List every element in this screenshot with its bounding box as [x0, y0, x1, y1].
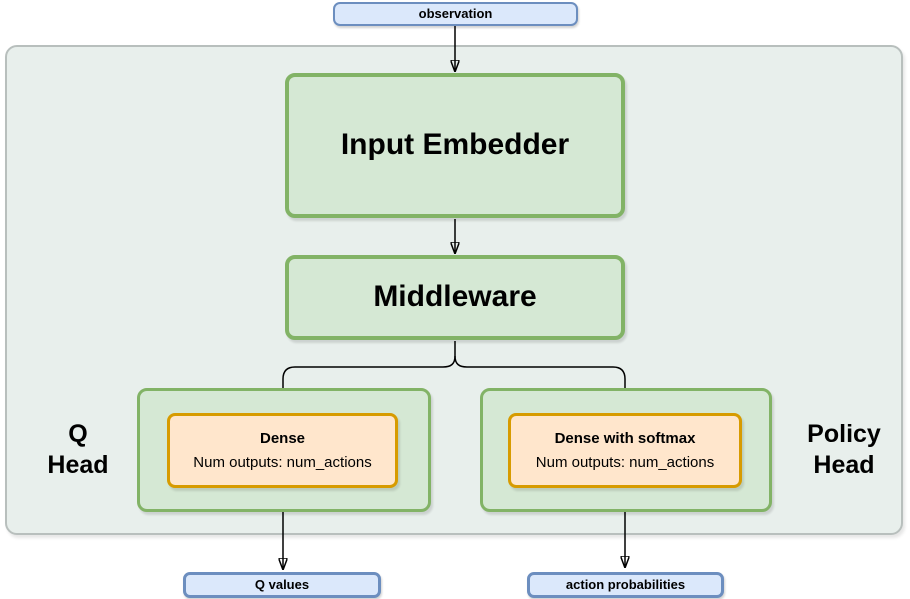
- policy-head-label-line1: Policy: [807, 420, 881, 448]
- q-head-side-label: Q Head: [22, 419, 134, 481]
- action-probabilities-node: action probabilities: [527, 572, 724, 598]
- observation-node: observation: [333, 2, 578, 26]
- policy-dense-subtitle: Num outputs: num_actions: [535, 454, 715, 471]
- q-values-node: Q values: [183, 572, 381, 598]
- policy-head-label-line2: Head: [813, 451, 875, 479]
- q-dense-title: Dense: [259, 429, 306, 447]
- policy-dense-node: Dense with softmax Num outputs: num_acti…: [508, 413, 742, 488]
- input-embedder-label: Input Embedder: [340, 128, 570, 162]
- input-embedder-node: Input Embedder: [285, 73, 625, 218]
- q-dense-node: Dense Num outputs: num_actions: [167, 413, 398, 488]
- middleware-node: Middleware: [285, 255, 625, 340]
- q-values-label: Q values: [254, 576, 310, 592]
- action-probabilities-label: action probabilities: [565, 576, 686, 592]
- q-head-label-line1: Q: [68, 420, 88, 448]
- q-dense-subtitle: Num outputs: num_actions: [193, 454, 372, 471]
- middleware-label: Middleware: [373, 280, 537, 314]
- policy-head-side-label: Policy Head: [784, 419, 904, 481]
- policy-dense-title: Dense with softmax: [554, 429, 696, 447]
- observation-label: observation: [418, 5, 493, 21]
- q-head-label-line2: Head: [47, 451, 109, 479]
